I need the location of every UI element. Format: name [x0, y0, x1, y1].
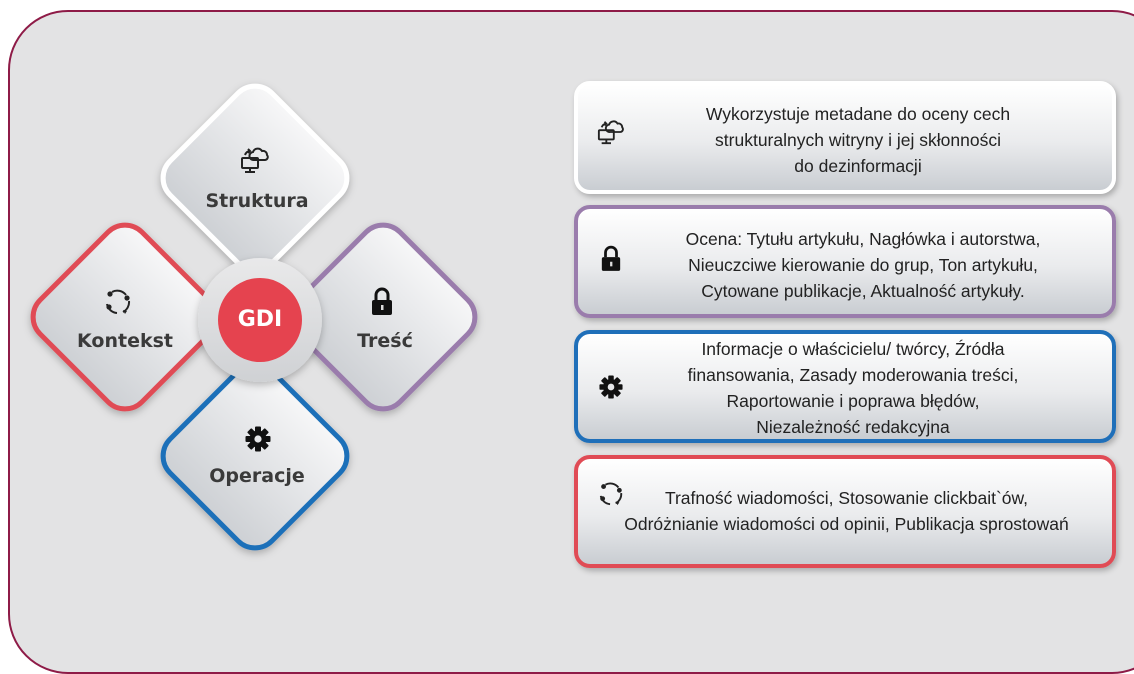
diamond-kontekst: [30, 222, 220, 412]
refresh-cycle-icon: [98, 288, 138, 316]
diamond-operacje: [160, 361, 350, 551]
padlock-icon: [362, 287, 402, 317]
cloud-computer-icon: [235, 145, 275, 175]
diamond-label-struktura: Struktura: [205, 190, 309, 212]
refresh-cycle-icon: [596, 481, 626, 507]
diamond-tresc: [288, 222, 478, 412]
card-kontekst: Trafność wiadomości, Stosowanie clickbai…: [574, 455, 1116, 568]
card-text-tresc: Ocena: Tytułu artykułu, Nagłówka i autor…: [685, 229, 1041, 301]
diamond-label-tresc: Treść: [357, 330, 413, 352]
diamond-struktura: [160, 83, 350, 273]
card-tresc: Ocena: Tytułu artykułu, Nagłówka i autor…: [574, 205, 1116, 318]
diamond-label-operacje: Operacje: [209, 465, 305, 487]
diamond-label-kontekst: Kontekst: [77, 330, 173, 352]
gdi-circle: [218, 278, 302, 362]
card-struktura: Wykorzystuje metadane do oceny cech stru…: [574, 81, 1116, 194]
card-text-operacje: Informacje o właścicielu/ twórcy, Źródła…: [687, 339, 1019, 437]
gdi-diamond-diagram: [30, 83, 478, 551]
gear-icon: [238, 426, 278, 452]
card-operacje: Informacje o właścicielu/ twórcy, Źródła…: [574, 330, 1116, 443]
gear-icon: [596, 375, 626, 399]
gdi-label: GDI: [237, 307, 283, 332]
cloud-computer-icon: [596, 118, 626, 146]
padlock-icon: [596, 245, 626, 273]
card-text-kontekst: Trafność wiadomości, Stosowanie clickbai…: [624, 488, 1069, 534]
card-text-struktura: Wykorzystuje metadane do oceny cech stru…: [705, 104, 1011, 176]
